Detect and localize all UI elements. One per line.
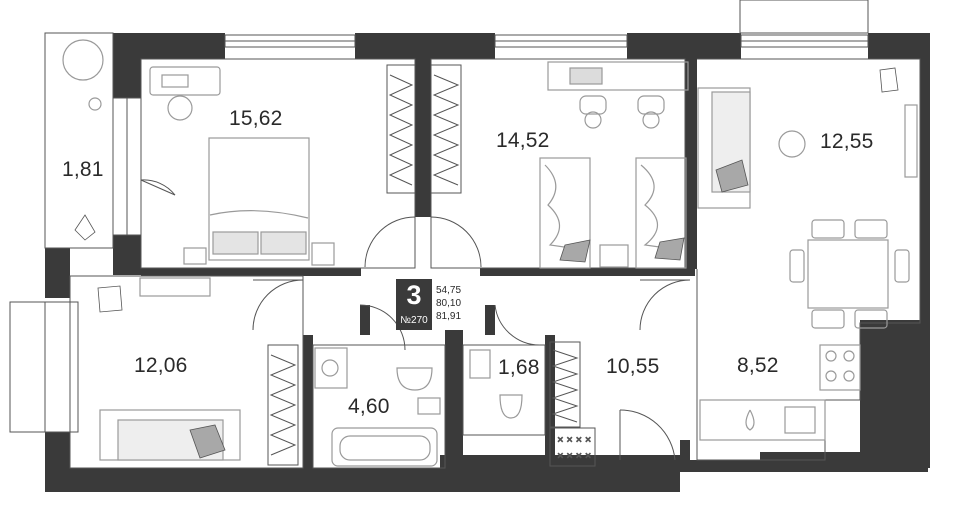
area-toilet: 1,68 — [498, 356, 540, 379]
svg-text:× × × ×: × × × × — [557, 435, 591, 444]
area-kitchen: 8,52 — [737, 354, 779, 377]
badge-box — [396, 279, 432, 330]
apartment-areas: 54,75 80,10 81,91 — [436, 284, 461, 323]
area-bathroom: 4,60 — [348, 395, 390, 418]
balcony-door — [140, 179, 176, 196]
area-total-with-balcony: 81,91 — [436, 311, 462, 322]
wardrobes: × × × × × × × × — [267, 64, 596, 467]
walls — [45, 33, 930, 492]
area-bedroom-small: 12,06 — [134, 354, 188, 377]
door-swings — [252, 216, 691, 461]
area-total: 80,10 — [436, 298, 462, 309]
area-bedroom-kids: 14,52 — [496, 129, 550, 152]
windows — [9, 0, 869, 433]
furniture — [62, 39, 918, 467]
apartment-badge: 3 №270 54,75 80,10 81,91 — [396, 279, 466, 330]
apartment-number: №270 — [400, 315, 428, 326]
area-hallway: 10,55 — [606, 355, 660, 378]
room-outlines — [44, 32, 921, 469]
svg-text:× × × ×: × × × × — [557, 451, 591, 460]
area-living-total: 54,75 — [436, 285, 462, 296]
decor — [74, 67, 899, 459]
room-count: 3 — [406, 280, 422, 310]
area-living: 12,55 — [820, 130, 874, 153]
area-bedroom-master: 15,62 — [229, 107, 283, 130]
area-balcony: 1,81 — [62, 158, 104, 181]
